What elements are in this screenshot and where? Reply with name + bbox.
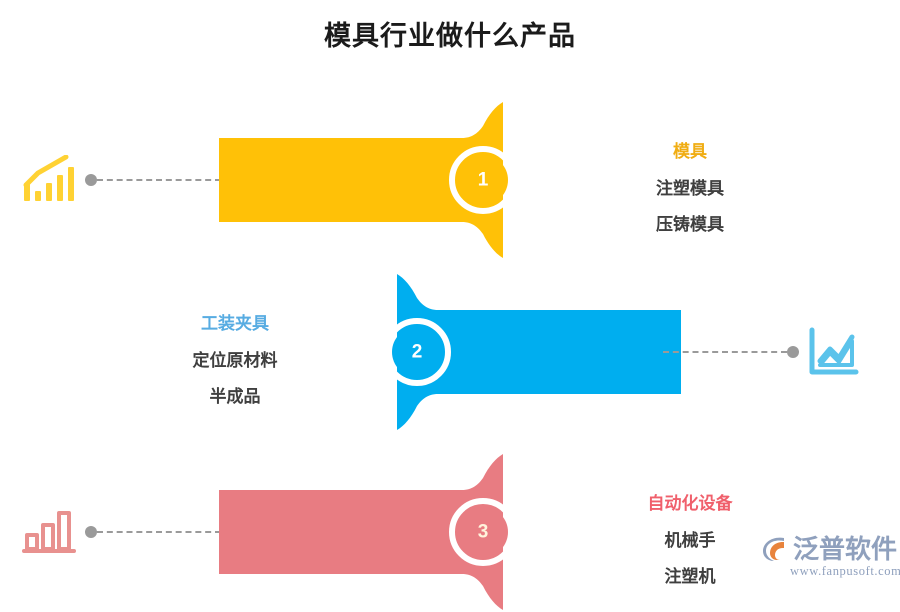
step-number-1: 1: [478, 170, 489, 191]
funnel-arrow-2: 2: [380, 272, 700, 432]
growth-bar-chart-icon: [22, 154, 76, 205]
row-3-heading: 自动化设备: [647, 494, 733, 513]
row-2-item-1: 定位原材料: [192, 351, 278, 370]
row-1-text-block: 模具 注塑模具 压铸模具: [580, 142, 800, 235]
brand-logo: 泛普软件 www.fanpusoft.com: [760, 534, 900, 586]
fanpu-logo-mark-icon: [760, 534, 790, 564]
row-1-item-2: 压铸模具: [656, 215, 724, 234]
connector-dash: [663, 351, 787, 353]
row-1-item-1: 注塑模具: [656, 179, 724, 198]
row-2-heading: 工装夹具: [201, 314, 269, 333]
connector-dot: [85, 174, 97, 186]
row-3-item-2: 注塑机: [664, 567, 716, 586]
infographic-row-2: 工装夹具 定位原材料 半成品 2: [0, 272, 900, 432]
logo-name: 泛普软件: [793, 534, 898, 564]
connector-line-3: [85, 525, 221, 539]
funnel-arrow-3: 3: [200, 452, 520, 612]
connector-dash: [97, 531, 221, 533]
connector-dash: [97, 179, 221, 181]
connector-dot: [85, 526, 97, 538]
infographic-row-1: 1 模具 注塑模具 压铸模具: [0, 100, 900, 260]
infographic-row-3: 3 自动化设备 机械手 注塑机: [0, 452, 900, 612]
connector-line-1: [85, 173, 221, 187]
page-title: 模具行业做什么产品: [324, 21, 576, 51]
bar-chart-icon: [22, 507, 76, 557]
step-number-3: 3: [478, 522, 489, 543]
logo-row: 泛普软件: [760, 534, 897, 564]
step-number-2: 2: [412, 342, 423, 363]
row-2-text-block: 工装夹具 定位原材料 半成品: [125, 314, 345, 407]
line-chart-icon: [806, 327, 860, 377]
funnel-arrow-1: 1: [200, 100, 520, 260]
connector-dot: [787, 346, 799, 358]
connector-line-2: [663, 345, 799, 359]
row-2-item-2: 半成品: [209, 387, 261, 406]
row-1-heading: 模具: [673, 142, 707, 161]
logo-url: www.fanpusoft.com: [790, 564, 900, 578]
row-3-item-1: 机械手: [664, 531, 716, 550]
row-3-text-block: 自动化设备 机械手 注塑机: [580, 494, 800, 587]
